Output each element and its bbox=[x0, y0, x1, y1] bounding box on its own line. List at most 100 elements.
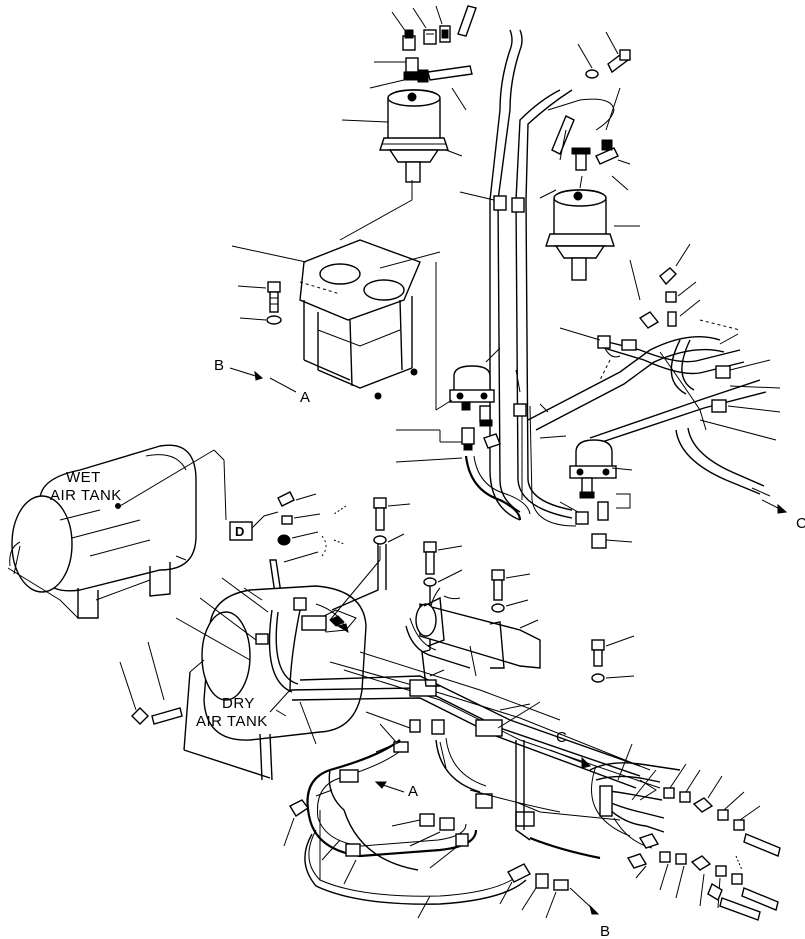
fitting-icon bbox=[461, 427, 475, 445]
washer-icon bbox=[373, 535, 387, 545]
nut-fitting-icon bbox=[731, 873, 743, 885]
fitting-icon bbox=[293, 597, 307, 611]
elbow-fitting-icon bbox=[507, 863, 531, 883]
fitting-icon bbox=[621, 339, 637, 351]
top-left-brake-chamber-assembly bbox=[341, 5, 477, 183]
brake-chamber-icon bbox=[545, 189, 615, 281]
ref-a-label: A bbox=[300, 389, 311, 406]
arrow-icon bbox=[777, 503, 788, 514]
brake-chamber-icon bbox=[379, 89, 449, 183]
nut-fitting-icon bbox=[665, 291, 677, 303]
adapter-fitting-icon bbox=[717, 809, 729, 821]
arrow-icon bbox=[589, 904, 600, 915]
hose-segment-icon bbox=[151, 707, 183, 725]
bolt-icon bbox=[373, 497, 387, 531]
washer-icon bbox=[491, 603, 505, 613]
fitting-icon bbox=[575, 511, 589, 525]
fitting-icon bbox=[597, 335, 611, 349]
ref-b-label-bottom: B bbox=[600, 923, 611, 939]
dry-air-tank bbox=[183, 585, 367, 781]
elbow-fitting-icon bbox=[638, 311, 660, 329]
bolt-icon bbox=[591, 639, 605, 667]
bolt-icon bbox=[491, 569, 505, 601]
fitting-icon bbox=[591, 533, 607, 549]
fitting-icon bbox=[255, 633, 269, 645]
fitting-icon bbox=[707, 882, 723, 902]
tee-fitting-icon bbox=[692, 797, 714, 813]
dry-tank-label-line2: AIR TANK bbox=[196, 713, 268, 730]
elbow-fitting-icon bbox=[659, 267, 677, 286]
elbow-fitting-icon bbox=[402, 29, 416, 51]
arrow-icon bbox=[254, 370, 263, 381]
washer-icon bbox=[266, 315, 282, 325]
right-fittings-cluster bbox=[629, 243, 701, 329]
nut-fitting-icon bbox=[733, 819, 745, 831]
pipe-clamp-icon bbox=[339, 769, 359, 783]
arrow-icon bbox=[581, 756, 591, 769]
fitting-icon bbox=[439, 817, 455, 831]
wet-air-tank bbox=[7, 444, 197, 619]
elbow-fitting-icon bbox=[626, 853, 648, 869]
wet-tank-label-line2: AIR TANK bbox=[50, 487, 122, 504]
fitting-icon bbox=[483, 433, 501, 449]
pipe-clamp-icon bbox=[409, 679, 437, 697]
fitting-icon bbox=[535, 873, 549, 889]
washer-icon bbox=[591, 673, 605, 683]
tube-fitting-icon bbox=[417, 65, 473, 83]
bolt-icon bbox=[607, 49, 631, 74]
elbow-fitting-icon bbox=[711, 399, 727, 413]
bolt-icon bbox=[267, 281, 281, 313]
main-air-line-harness bbox=[289, 546, 661, 789]
arrow-icon bbox=[374, 781, 387, 789]
washer-icon bbox=[423, 577, 437, 587]
ref-b-label: B bbox=[214, 357, 225, 374]
hose-segment-icon bbox=[719, 897, 761, 921]
fitting-icon bbox=[419, 813, 435, 827]
ref-c-label: C bbox=[796, 515, 805, 532]
ref-a-label-bottom: A bbox=[408, 783, 419, 800]
nut-fitting-icon bbox=[281, 515, 293, 525]
valve-block-mark: D bbox=[235, 524, 244, 539]
pipe-clamp-icon bbox=[515, 811, 535, 827]
adapter-fitting-icon bbox=[667, 311, 677, 327]
fitting-icon bbox=[597, 501, 609, 521]
right-small-fittings bbox=[626, 763, 781, 921]
elbow-fitting-icon bbox=[131, 707, 149, 725]
elbow-fitting-icon bbox=[289, 799, 310, 817]
pipe-clamp-icon bbox=[599, 785, 613, 817]
fitting-icon bbox=[553, 879, 569, 891]
adapter-fitting-icon bbox=[715, 865, 727, 877]
nut-fitting-icon bbox=[423, 29, 437, 45]
fitting-icon bbox=[409, 719, 421, 733]
tee-fitting-icon bbox=[571, 147, 591, 171]
washer-icon bbox=[585, 69, 599, 79]
nut-fitting-icon bbox=[659, 851, 671, 863]
relay-valve-icon bbox=[569, 439, 617, 499]
chassis-cross-tube bbox=[405, 596, 541, 669]
connector-fitting-icon bbox=[403, 57, 421, 81]
chamber-mounting-bracket bbox=[231, 180, 421, 400]
union-fitting-icon bbox=[439, 25, 451, 43]
nut-fitting-icon bbox=[663, 787, 675, 799]
lower-hose-loop bbox=[304, 739, 535, 905]
pipe-clamp-icon bbox=[493, 195, 507, 211]
pipe-clamp-icon bbox=[511, 197, 525, 213]
nut-fitting-icon bbox=[679, 791, 691, 803]
hose-segment-icon bbox=[741, 887, 779, 911]
bolt-icon bbox=[423, 541, 437, 575]
pipe-clamp-icon bbox=[475, 793, 493, 809]
nut-fitting-icon bbox=[675, 853, 687, 865]
relay-valve-icon bbox=[449, 365, 495, 427]
drain-valve-block: D bbox=[229, 511, 279, 541]
pipe-clamp-icon bbox=[475, 719, 503, 737]
right-hose-bundle bbox=[589, 743, 681, 849]
elbow-fitting-icon bbox=[595, 139, 619, 165]
pipe-clamp-icon bbox=[345, 843, 361, 857]
ref-c-label-mid: C bbox=[556, 729, 567, 746]
elbow-fitting-icon bbox=[277, 491, 295, 507]
elbow-fitting-icon bbox=[551, 115, 575, 155]
pipe-clamp-icon bbox=[301, 615, 327, 631]
right-brake-chamber-assembly bbox=[545, 31, 640, 281]
tee-fitting-icon bbox=[690, 855, 712, 871]
